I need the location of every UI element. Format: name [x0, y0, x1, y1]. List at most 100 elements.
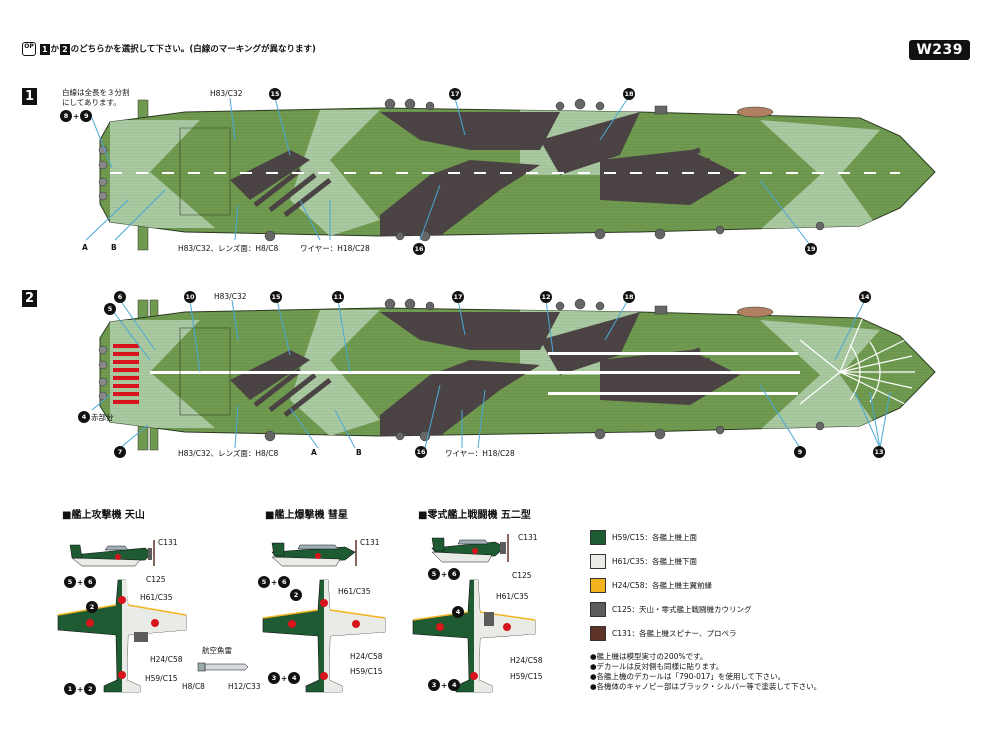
- plane-1-c131: C131: [158, 538, 178, 547]
- option-text-a: か: [50, 44, 60, 55]
- torpedo-title: 航空魚雷: [202, 646, 232, 655]
- plane-1-bottom-nums: 1+2: [64, 683, 97, 695]
- deck-side-stripe: [548, 352, 798, 355]
- plane-3-num-3: 3: [428, 679, 440, 691]
- scheme-1-callout-8-9: 8+9: [60, 110, 93, 122]
- notes-block: ●艦上機は模型実寸の200%です。 ●デカールは反対側も同様に貼ります。 ●各艦…: [590, 652, 821, 692]
- s2-callout-4: 4: [78, 411, 90, 423]
- scheme-1-note: 白線は全長を３分割 にしてあります。: [62, 88, 130, 108]
- note-line: ●デカールは反対側も同様に貼ります。: [590, 662, 724, 671]
- plane-3-num-4b: 4: [448, 679, 461, 691]
- plane-3-num-5: 5: [428, 568, 440, 580]
- stern-equipment: [98, 145, 108, 201]
- torpedo-drawing: [197, 662, 249, 672]
- note-line: ●各機体のキャノピー部はブラック・シルバー等で塗装して下さい。: [590, 682, 822, 691]
- plane-1-num-2: 2: [86, 601, 98, 613]
- carrier-scheme-2: [91, 298, 936, 451]
- s2-callout-6: 6: [114, 291, 126, 303]
- legend-text: C131：各艦上機スピナー、プロペラ: [612, 628, 737, 638]
- sheet-code-badge: W239: [909, 40, 970, 60]
- deck-centerline-stripe: [150, 371, 800, 374]
- legend-swatch: [590, 529, 606, 545]
- plane-2-side-view: [271, 540, 357, 567]
- plane-3-title: ■零式艦上戦闘機 五二型: [418, 510, 531, 521]
- plane-2-num-5: 5: [258, 576, 270, 588]
- legend-swatch: [590, 553, 606, 569]
- leader-lines-2: [91, 299, 891, 449]
- legend-swatch: [590, 577, 606, 593]
- s1-callout-17: 17: [449, 88, 461, 100]
- plane-3-num-6: 6: [448, 568, 461, 580]
- plane-1-num-5: 5: [64, 576, 76, 588]
- plane-1-num-6: 6: [84, 576, 97, 588]
- plane-2-num-6: 6: [278, 576, 291, 588]
- plane-1-side-nums: 5+6: [64, 576, 97, 588]
- legend-swatch: [590, 625, 606, 641]
- plane-1-h24: H24/C58: [150, 655, 183, 664]
- s1-callout-16: 16: [413, 243, 425, 255]
- plane-1-h61: H61/C35: [140, 593, 173, 602]
- s2-callout-12: 12: [540, 291, 552, 303]
- s2-label-B: B: [356, 448, 362, 457]
- scheme-1-note-line2: にしてあります。: [62, 98, 121, 107]
- s2-callout-16: 16: [415, 446, 427, 458]
- scheme-2-number: 2: [22, 290, 37, 307]
- s2-callout-9: 9: [794, 446, 806, 458]
- plane-2-bottom-nums: 3+4: [268, 672, 301, 684]
- s1-callout-18: 18: [623, 88, 635, 100]
- s1-label-h83-lens: H83/C32、レンズ面：H8/C8: [178, 244, 279, 253]
- leader-lines-1: [85, 97, 811, 246]
- plane-2-num-3: 3: [268, 672, 280, 684]
- s2-callout-14: 14: [859, 291, 871, 303]
- scheme-1-number: 1: [22, 88, 37, 105]
- s2-callout-5: 5: [104, 303, 116, 315]
- s2-label-A: A: [311, 448, 317, 457]
- s2-label-wire: ワイヤー：H18/C28: [445, 449, 515, 458]
- carrier-scheme-1: [85, 97, 936, 251]
- s2-callout-7: 7: [114, 446, 126, 458]
- plane-2-top-view: [262, 579, 386, 693]
- plane-3-h59: H59/C15: [510, 672, 543, 681]
- legend-text: H24/C58：各艦上機主翼前縁: [612, 580, 712, 590]
- legend-row: H61/C35：各艦上機下面: [590, 552, 970, 570]
- note-line: ●各艦上機のデカールは「790-017」を使用して下さい。: [590, 672, 786, 681]
- legend-row: C125：天山・零式艦上戦闘機カウリング: [590, 600, 970, 618]
- legend-text: H61/C35：各艦上機下面: [612, 556, 697, 566]
- s1-label-h83-top: H83/C32: [210, 89, 243, 98]
- plane-1-top-view: [57, 579, 187, 693]
- stern-red-stripes: [113, 344, 139, 404]
- plane-3-bottom-nums: 3+4: [428, 679, 461, 691]
- plane-2-title: ■艦上爆撃機 彗星: [265, 510, 348, 521]
- s2-label-h83-top: H83/C32: [214, 292, 247, 301]
- s2-red-part-label: 赤部分: [91, 412, 114, 422]
- s2-callout-17: 17: [452, 291, 464, 303]
- option-2-box: 2: [60, 43, 70, 55]
- plane-3-side-view: [431, 534, 509, 563]
- s2-callout-13: 13: [873, 446, 885, 458]
- plane-3-c131: C131: [518, 533, 538, 542]
- plane-2-side-nums: 5+6: [258, 576, 291, 588]
- plane-2-h61: H61/C35: [338, 587, 371, 596]
- plane-2-c131: C131: [360, 538, 380, 547]
- s1-callout-19: 19: [805, 243, 817, 255]
- plane-1-num-2b: 2: [84, 683, 97, 695]
- legend-text: H59/C15：各艦上機上面: [612, 532, 697, 542]
- s1-label-A: A: [82, 243, 88, 252]
- s2-callout-15: 15: [270, 291, 282, 303]
- legend-text: C125：天山・零式艦上戦闘機カウリング: [612, 604, 752, 614]
- option-icon: OP: [22, 42, 36, 56]
- s2-callout-18: 18: [623, 291, 635, 303]
- s2-callout-11: 11: [332, 291, 344, 303]
- plane-2-h59: H59/C15: [350, 667, 383, 676]
- plane-2-num-4: 4: [288, 672, 301, 684]
- s1-callout-15: 15: [269, 88, 281, 100]
- deck-side-stripe: [548, 392, 798, 395]
- plane-3-side-nums: 5+6: [428, 568, 461, 580]
- callout-9: 9: [80, 110, 93, 122]
- plane-3-h24: H24/C58: [510, 656, 543, 665]
- plane-2-num-2: 2: [290, 589, 302, 601]
- note-line: ●艦上機は模型実寸の200%です。: [590, 652, 708, 661]
